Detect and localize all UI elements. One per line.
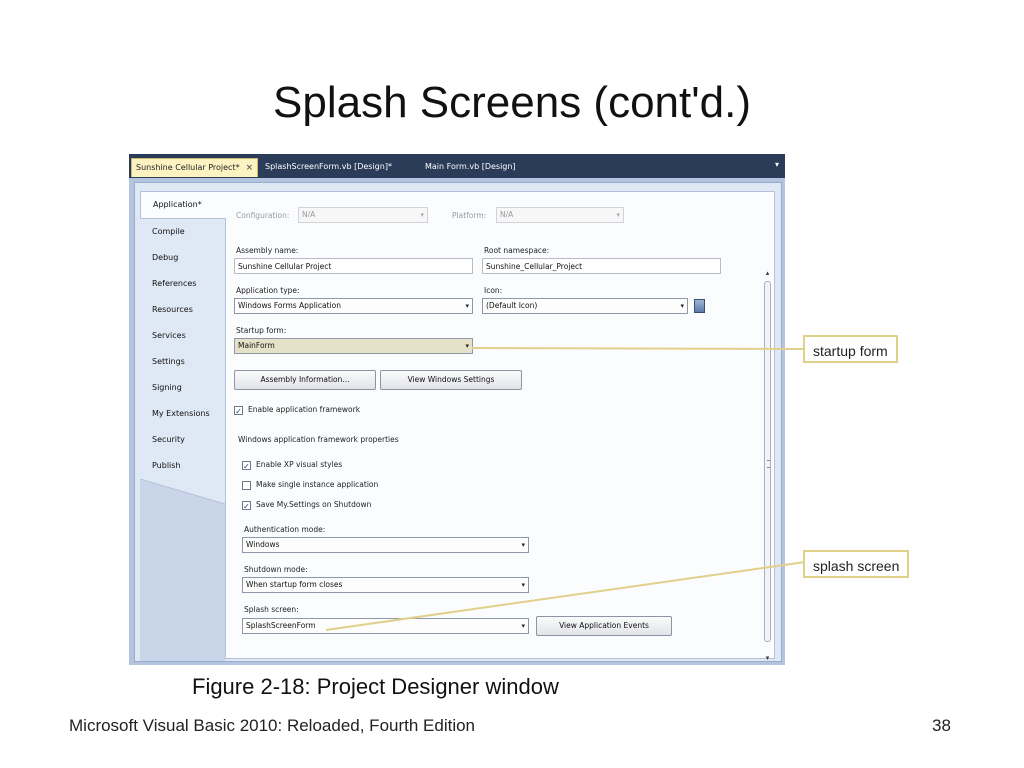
slide-title: Splash Screens (cont'd.) (273, 78, 751, 127)
figure-caption: Figure 2-18: Project Designer window (192, 674, 559, 699)
configuration-value: N/A (302, 210, 316, 219)
icon-value: (Default Icon) (486, 301, 538, 310)
enable-application-framework-label: Enable application framework (248, 405, 361, 414)
application-type-label: Application type: (236, 286, 300, 295)
platform-label: Platform: (452, 211, 487, 220)
icon-label: Icon: (484, 286, 503, 295)
framework-properties-heading: Windows application framework properties (238, 435, 399, 444)
authentication-mode-value: Windows (246, 540, 280, 549)
single-instance-checkbox[interactable]: Make single instance application (242, 479, 378, 490)
splash-screen-label: Splash screen: (244, 605, 299, 614)
splash-screen-callout: splash screen (803, 550, 910, 578)
nav-references[interactable]: References (152, 279, 197, 288)
save-my-settings-checkbox[interactable]: ✓ Save My.Settings on Shutdown (242, 499, 372, 511)
assembly-name-label: Assembly name: (236, 246, 299, 255)
save-my-settings-label: Save My.Settings on Shutdown (256, 500, 372, 509)
checkbox-checked-icon: ✓ (242, 460, 251, 471)
configuration-select[interactable]: N/A ▾ (298, 207, 428, 223)
chevron-down-icon: ▾ (680, 302, 684, 310)
designer-pane: Application* Compile Debug References Re… (134, 182, 782, 662)
document-tab-bar: Sunshine Cellular Project* × SplashScreen… (129, 154, 785, 178)
tab-main-form[interactable]: Main Form.vb [Design] (421, 158, 520, 176)
splash-screen-value: SplashScreenForm (246, 621, 316, 630)
checkbox-checked-icon: ✓ (242, 500, 251, 511)
tab-label: SplashScreenForm.vb [Design]* (265, 162, 392, 171)
platform-select[interactable]: N/A ▾ (496, 207, 624, 223)
sidebar-decoration (140, 479, 226, 661)
close-icon[interactable]: × (245, 163, 254, 173)
application-settings-page: Configuration: N/A ▾ Platform: N/A ▾ Assem… (225, 191, 775, 659)
nav-security[interactable]: Security (152, 435, 185, 444)
nav-publish[interactable]: Publish (152, 461, 181, 470)
designer-sidebar: Application* Compile Debug References Re… (135, 183, 226, 661)
checkbox-checked-icon: ✓ (234, 405, 243, 416)
authentication-mode-select[interactable]: Windows ▾ (242, 537, 529, 553)
shutdown-mode-select[interactable]: When startup form closes ▾ (242, 577, 529, 593)
chevron-down-icon: ▾ (465, 302, 469, 310)
enable-xp-visual-styles-label: Enable XP visual styles (256, 460, 343, 469)
view-windows-settings-button[interactable]: View Windows Settings (380, 370, 522, 390)
assembly-information-button[interactable]: Assembly Information... (234, 370, 376, 390)
startup-form-value: MainForm (238, 341, 275, 350)
icon-select[interactable]: (Default Icon) ▾ (482, 298, 688, 314)
nav-application[interactable]: Application* (140, 191, 226, 219)
page-number: 38 (932, 716, 951, 735)
chevron-down-icon: ▾ (521, 581, 525, 589)
chevron-down-icon: ▾ (420, 211, 424, 219)
assembly-name-input[interactable]: Sunshine Cellular Project (234, 258, 473, 274)
chevron-down-icon: ▾ (521, 541, 525, 549)
checkbox-unchecked-icon (242, 480, 251, 490)
scrollbar-thumb[interactable] (764, 281, 771, 642)
nav-my-extensions[interactable]: My Extensions (152, 409, 210, 418)
tab-dropdown-icon[interactable]: ▾ (774, 160, 779, 169)
tab-label: Main Form.vb [Design] (425, 162, 516, 171)
shutdown-mode-value: When startup form closes (246, 580, 343, 589)
startup-form-callout: startup form (803, 335, 898, 363)
startup-form-label: Startup form: (236, 326, 287, 335)
application-type-value: Windows Forms Application (238, 301, 341, 310)
nav-debug[interactable]: Debug (152, 253, 179, 262)
slide-footer: Microsoft Visual Basic 2010: Reloaded, F… (69, 716, 476, 735)
view-application-events-button[interactable]: View Application Events (536, 616, 672, 636)
scroll-down-icon[interactable]: ▾ (765, 654, 770, 662)
root-namespace-input[interactable]: Sunshine_Cellular_Project (482, 258, 721, 274)
scroll-up-icon[interactable]: ▴ (765, 269, 770, 277)
tab-sunshine-cellular-project[interactable]: Sunshine Cellular Project* × (131, 158, 259, 177)
grip-icon (767, 460, 770, 468)
single-instance-label: Make single instance application (256, 480, 379, 489)
enable-application-framework-checkbox[interactable]: ✓ Enable application framework (234, 404, 361, 416)
project-designer-window: Sunshine Cellular Project* × SplashScreen… (129, 154, 785, 665)
configuration-label: Configuration: (236, 211, 290, 220)
shutdown-mode-label: Shutdown mode: (244, 565, 308, 574)
nav-resources[interactable]: Resources (152, 305, 193, 314)
nav-settings[interactable]: Settings (152, 357, 185, 366)
root-namespace-label: Root namespace: (484, 246, 550, 255)
chevron-down-icon: ▾ (616, 211, 620, 219)
nav-services[interactable]: Services (152, 331, 186, 340)
nav-compile[interactable]: Compile (152, 227, 185, 236)
vertical-scrollbar[interactable]: ▴ ▾ (763, 268, 772, 663)
tab-label: Sunshine Cellular Project* (136, 163, 240, 172)
chevron-down-icon: ▾ (465, 342, 469, 350)
application-type-select[interactable]: Windows Forms Application ▾ (234, 298, 473, 314)
chevron-down-icon: ▾ (521, 622, 525, 630)
enable-xp-visual-styles-checkbox[interactable]: ✓ Enable XP visual styles (242, 459, 343, 471)
tab-splash-screen-form[interactable]: SplashScreenForm.vb [Design]* (261, 158, 396, 176)
splash-screen-select[interactable]: SplashScreenForm ▾ (242, 618, 529, 634)
application-icon-preview (694, 299, 705, 313)
authentication-mode-label: Authentication mode: (244, 525, 326, 534)
platform-value: N/A (500, 210, 514, 219)
nav-signing[interactable]: Signing (152, 383, 182, 392)
startup-form-select[interactable]: MainForm ▾ (234, 338, 473, 354)
